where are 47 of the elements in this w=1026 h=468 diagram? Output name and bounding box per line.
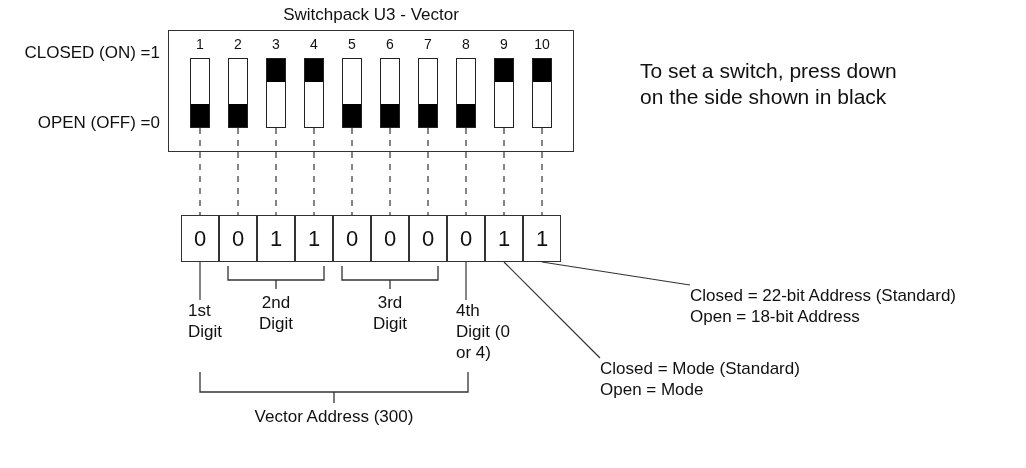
dashed-connector [237,127,239,216]
switchpack-label: Switchpack U3 - Vector [282,4,460,25]
state-label: OPEN (OFF) =0 [36,112,160,133]
note-text: Closed = 22-bit Address (Standard) [690,285,956,306]
bracket-label: Vector Address (300) [253,406,415,427]
switch-number: 4 [309,36,319,52]
digit-cell: 0 [371,215,409,262]
dashed-connector [465,127,467,216]
switch-number: 5 [347,36,357,52]
digit-cell: 0 [447,215,485,262]
dashed-connector [427,127,429,216]
digit-cell: 0 [409,215,447,262]
leader-line [465,261,467,301]
leader-line [503,261,601,359]
digit-label: 4th Digit (0 or 4) [456,300,511,363]
digit-cell: 1 [485,215,523,262]
switch-number: 9 [499,36,509,52]
switch-number: 8 [461,36,471,52]
digit-cell: 1 [523,215,561,262]
switch-number: 3 [271,36,281,52]
digit-cell: 1 [295,215,333,262]
digit-cell: 1 [257,215,295,262]
digit-cell: 0 [333,215,371,262]
dashed-connector [389,127,391,216]
switch-number: 6 [385,36,395,52]
digit-label: 1st Digit [188,300,223,342]
dashed-connector [275,127,277,216]
dashed-connector [541,127,543,216]
instruction-text: To set a switch, press down on the side shown in black [640,58,898,110]
digit-label: 3rd Digit [372,292,408,334]
note-text: Open = 18-bit Address [690,306,861,327]
switch-number: 2 [233,36,243,52]
leader-line [199,261,201,301]
switch-number: 1 [195,36,205,52]
digit-cell: 0 [181,215,219,262]
dashed-connector [351,127,353,216]
switch-number: 7 [423,36,433,52]
note-text: Open = Mode [600,379,705,400]
dashed-connector [503,127,505,216]
state-label: CLOSED (ON) =1 [23,42,160,63]
note-text: Closed = Mode (Standard) [600,358,800,379]
digit-cell: 0 [219,215,257,262]
dashed-connector [199,127,201,216]
dashed-connector [313,127,315,216]
leader-line [541,261,691,286]
digit-label: 2nd Digit [258,292,294,334]
switch-number: 10 [533,36,551,52]
